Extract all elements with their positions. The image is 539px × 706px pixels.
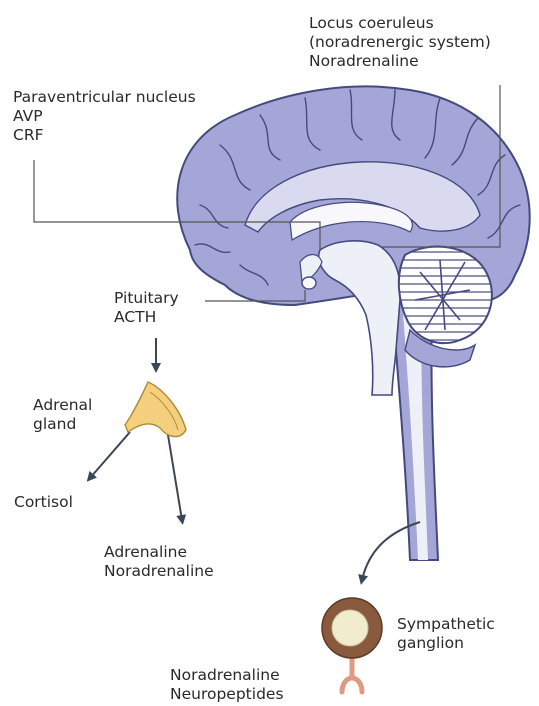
pvn-line-3: CRF <box>13 126 196 145</box>
cerebellum <box>399 247 492 367</box>
adrenaline-arrow <box>168 435 182 520</box>
adrenal-gland <box>125 382 186 437</box>
sympathetic-ganglion-label: Sympathetic ganglion <box>397 615 495 653</box>
ganglion-out-line-2: Neuropeptides <box>170 685 284 704</box>
adrenal-line-2: gland <box>33 415 92 434</box>
locus-coeruleus-label: Locus coeruleus (noradrenergic system) N… <box>309 14 491 71</box>
adrenal-out-line-1: Adrenaline <box>104 543 214 562</box>
locus-line-3: Noradrenaline <box>309 52 491 71</box>
pvn-line-1: Paraventricular nucleus <box>13 88 196 107</box>
pituitary-line-2: ACTH <box>114 308 179 327</box>
adrenal-out-line-2: Noradrenaline <box>104 562 214 581</box>
pituitary-label: Pituitary ACTH <box>114 289 179 327</box>
ganglion-line-1: Sympathetic <box>397 615 495 634</box>
cortisol-label: Cortisol <box>14 493 73 512</box>
paraventricular-nucleus-label: Paraventricular nucleus AVP CRF <box>13 88 196 145</box>
brainstem <box>300 241 400 395</box>
adrenal-gland-label: Adrenal gland <box>33 396 92 434</box>
pituitary-gland <box>302 277 316 289</box>
pituitary-line-1: Pituitary <box>114 289 179 308</box>
pvn-line-2: AVP <box>13 107 196 126</box>
ganglion-out-line-1: Noradrenaline <box>170 666 284 685</box>
ganglion-output-label: Noradrenaline Neuropeptides <box>170 666 284 704</box>
locus-line-2: (noradrenergic system) <box>309 33 491 52</box>
ganglion-line-2: ganglion <box>397 634 495 653</box>
adrenaline-noradrenaline-label: Adrenaline Noradrenaline <box>104 543 214 581</box>
locus-line-1: Locus coeruleus <box>309 14 491 33</box>
cortisol-arrow <box>90 432 130 478</box>
sympathetic-ganglion <box>322 598 382 692</box>
adrenal-line-1: Adrenal <box>33 396 92 415</box>
